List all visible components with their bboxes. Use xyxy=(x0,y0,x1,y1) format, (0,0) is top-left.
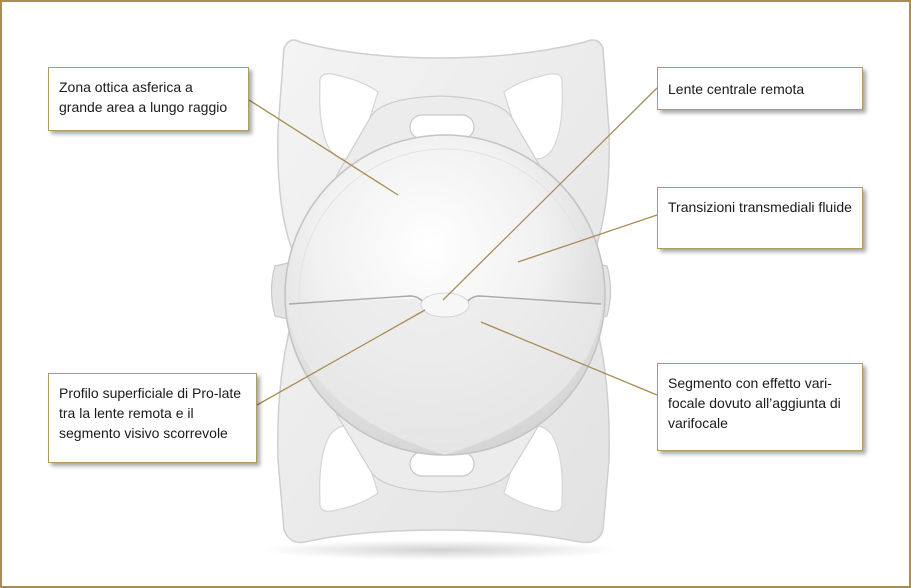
label-segmento-varifocale: Segmento con effetto vari-focale dovuto … xyxy=(657,363,863,451)
label-lente-centrale: Lente centrale remota xyxy=(657,67,863,110)
label-transizioni: Transizioni transmediali fluide xyxy=(657,187,863,249)
label-zona-ottica: Zona ottica asferica a grande area a lun… xyxy=(48,67,249,131)
varifocal-segment xyxy=(287,298,603,455)
leader-transizioni xyxy=(517,214,658,263)
leader-segmento xyxy=(480,321,658,396)
leader-lente xyxy=(442,87,658,301)
lens-shadow xyxy=(260,540,620,560)
leader-profilo xyxy=(256,309,426,406)
central-lens xyxy=(420,292,470,318)
leader-zona xyxy=(248,99,399,196)
label-profilo-superficiale: Profilo superficiale di Pro-late tra la … xyxy=(48,373,257,463)
